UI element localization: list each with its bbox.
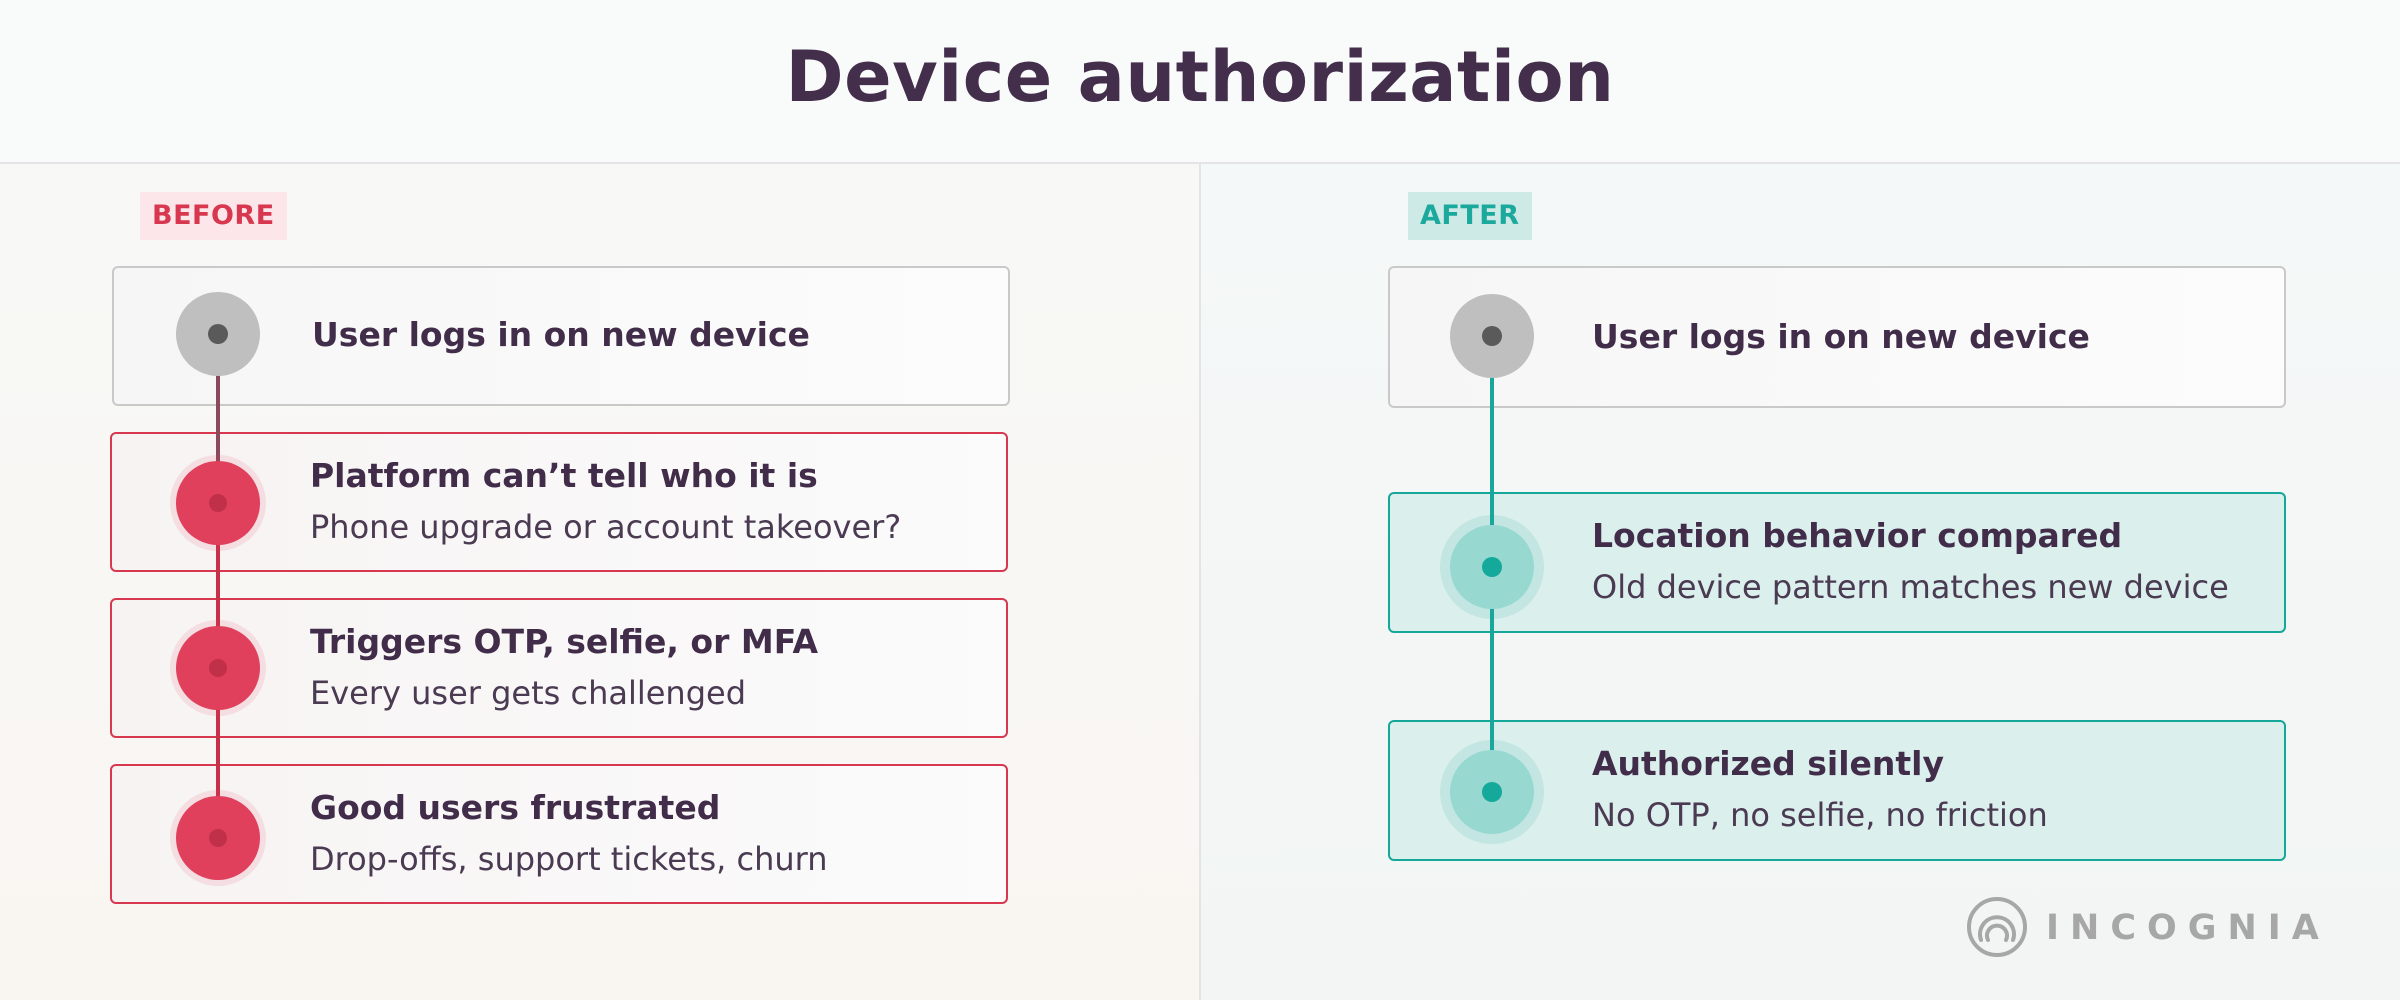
after-step-2-title: Location behavior compared [1592,516,2123,555]
before-node-3-center [209,659,227,677]
before-step-3-subtitle: Every user gets challenged [310,674,747,712]
before-connector-line-gray [216,333,220,503]
before-step-3-title: Triggers OTP, selfie, or MFA [310,622,818,661]
before-node-3-icon [176,626,260,710]
after-node-3-center [1482,782,1502,802]
header: Device authorization [0,0,2400,164]
before-node-1-center [208,324,228,344]
before-step-2-subtitle: Phone upgrade or account takeover? [310,508,902,546]
before-node-4-center [209,829,227,847]
before-step-2-title: Platform can’t tell who it is [310,456,818,495]
after-step-3: Authorized silently No OTP, no selfie, n… [1388,720,2286,861]
after-step-2: Location behavior compared Old device pa… [1388,492,2286,633]
after-step-1-title: User logs in on new device [1592,317,2090,356]
incognia-rings-icon [1967,897,2027,957]
after-node-1-center [1482,326,1502,346]
after-label: AFTER [1408,192,1532,240]
before-step-1: User logs in on new device [112,266,1010,406]
after-node-3-icon [1440,740,1544,844]
before-node-1-icon [176,292,260,376]
before-step-1-title: User logs in on new device [312,315,810,354]
page-title: Device authorization [785,36,1615,118]
before-step-2: Platform can’t tell who it is Phone upgr… [110,432,1008,572]
before-step-4-title: Good users frustrated [310,788,721,827]
before-step-4-subtitle: Drop-offs, support tickets, churn [310,840,828,878]
after-step-1: User logs in on new device [1388,266,2286,408]
after-node-2-center [1482,557,1502,577]
before-label: BEFORE [140,192,287,240]
after-node-1-icon [1450,294,1534,378]
after-node-2-icon [1440,515,1544,619]
before-node-4-icon [176,796,260,880]
before-node-2-center [209,494,227,512]
brand-name: INCOGNIA [2046,908,2330,948]
before-node-2-icon [176,461,260,545]
after-step-3-subtitle: No OTP, no selfie, no friction [1592,796,2048,834]
after-step-3-title: Authorized silently [1592,744,1944,783]
after-step-2-subtitle: Old device pattern matches new device [1592,568,2229,606]
